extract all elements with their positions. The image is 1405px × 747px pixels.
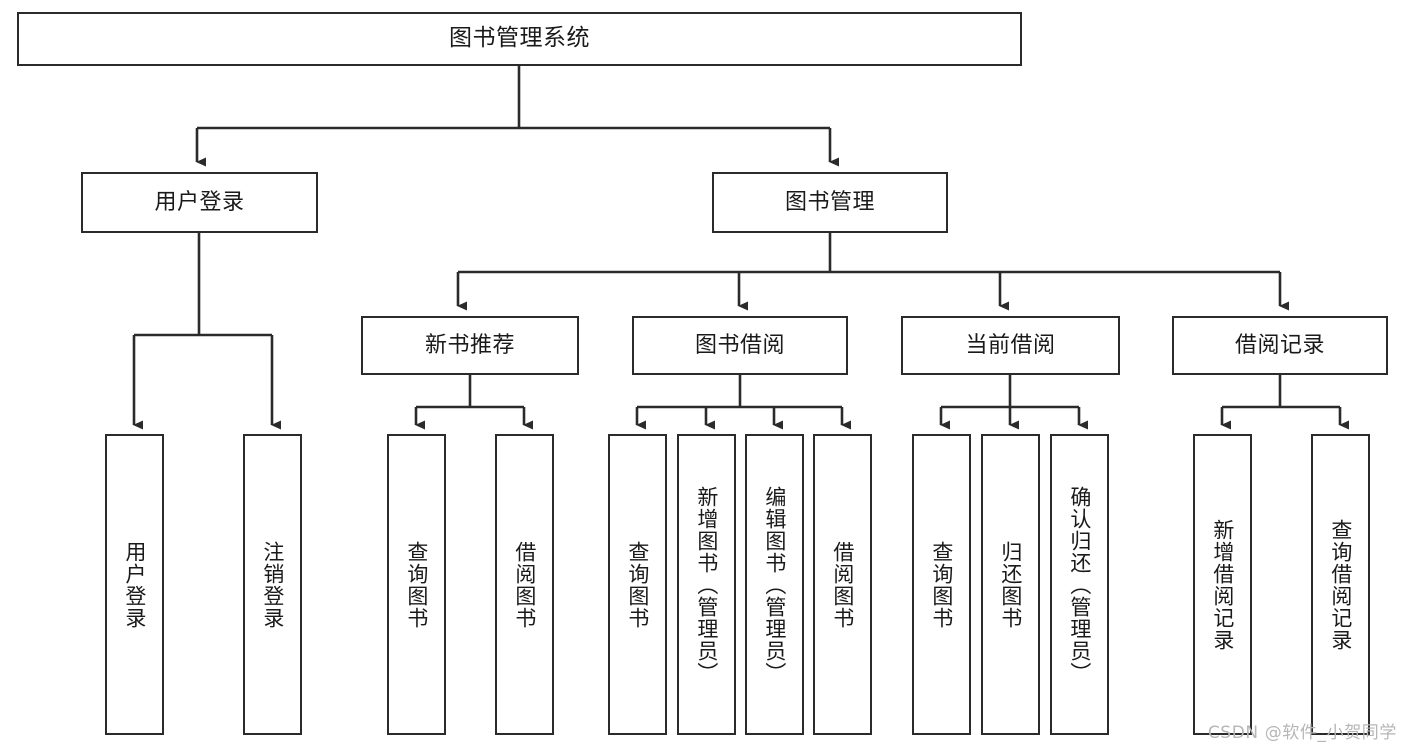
leaf-node-query-book-recommend[interactable]: 查询图书 [387,434,446,735]
node-root-book-management-system[interactable]: 图书管理系统 [17,12,1022,66]
node-label: 注销登录 [260,540,285,629]
node-book-management[interactable]: 图书管理 [712,172,948,233]
node-label: 借阅图书 [830,540,855,629]
node-label: 图书借阅 [694,332,785,358]
node-label: 用户登录 [154,189,245,215]
leaf-node-query-borrow-record[interactable]: 查询借阅记录 [1311,434,1370,735]
leaf-node-borrow-book[interactable]: 借阅图书 [813,434,872,735]
node-book-borrow[interactable]: 图书借阅 [632,316,848,375]
node-label: 查询图书 [625,540,650,629]
node-label: 查询图书 [404,540,429,629]
watermark-text: CSDN @软件_小贺同学 [1207,723,1397,743]
leaf-node-logout[interactable]: 注销登录 [243,434,302,735]
leaf-node-add-borrow-record[interactable]: 新增借阅记录 [1193,434,1252,735]
leaf-node-add-book-admin[interactable]: 新增图书（管理员） [677,434,736,735]
node-label: 新增借阅记录 [1210,518,1235,651]
node-borrow-record[interactable]: 借阅记录 [1172,316,1388,375]
node-new-book-recommendation[interactable]: 新书推荐 [361,316,579,375]
node-label: 图书管理系统 [449,25,590,52]
node-label: 借阅图书 [512,540,537,629]
node-label: 归还图书 [998,540,1023,629]
node-label: 查询图书 [929,540,954,629]
node-user-login[interactable]: 用户登录 [81,172,318,233]
node-current-borrow[interactable]: 当前借阅 [901,316,1120,375]
node-label: 查询借阅记录 [1328,518,1353,651]
leaf-node-user-login[interactable]: 用户登录 [105,434,164,735]
leaf-node-return-book[interactable]: 归还图书 [981,434,1040,735]
leaf-node-confirm-return-admin[interactable]: 确认归还（管理员） [1050,434,1109,735]
node-label: 新增图书（管理员） [694,485,719,684]
node-label: 编辑图书（管理员） [762,485,787,684]
leaf-node-query-book-current[interactable]: 查询图书 [912,434,971,735]
node-label: 确认归还（管理员） [1067,485,1092,684]
node-label: 当前借阅 [965,332,1056,358]
node-label: 用户登录 [122,540,147,629]
leaf-node-query-book[interactable]: 查询图书 [608,434,667,735]
node-label: 借阅记录 [1234,332,1325,358]
node-label: 图书管理 [784,189,875,215]
leaf-node-edit-book-admin[interactable]: 编辑图书（管理员） [745,434,804,735]
leaf-node-borrow-book-recommend[interactable]: 借阅图书 [495,434,554,735]
node-label: 新书推荐 [424,332,515,358]
